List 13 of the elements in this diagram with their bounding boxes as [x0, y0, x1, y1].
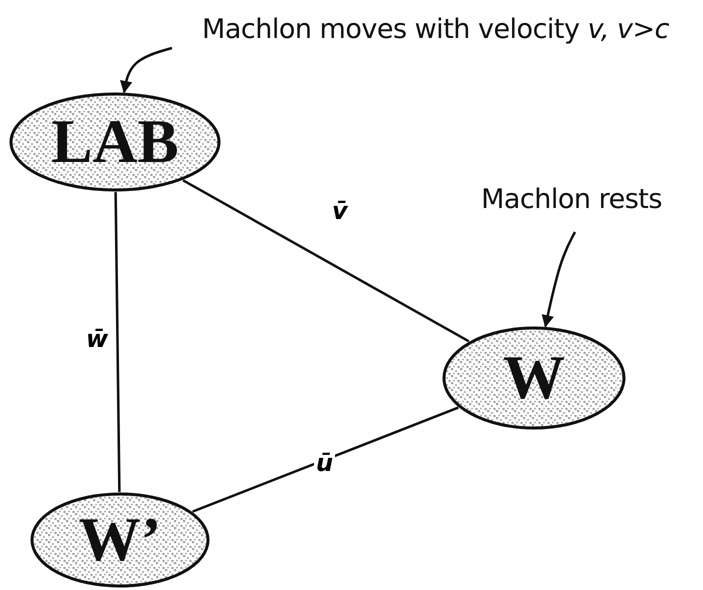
- leader-arrow: [120, 46, 172, 94]
- connector-line: [114, 192, 121, 492]
- node-label: W’: [78, 509, 162, 571]
- ellipse-node: [30, 492, 210, 588]
- leader-arrow: [542, 231, 576, 328]
- node-label: W: [503, 347, 565, 409]
- ellipse-node: [442, 326, 626, 430]
- annotation-text: Machlon moves with velocity v, v>c: [201, 14, 670, 46]
- annotation-text: Machlon rests: [480, 184, 663, 216]
- ellipse-node: [9, 92, 221, 192]
- connector-line: [192, 406, 459, 513]
- node-label: LAB: [51, 111, 179, 173]
- connector-line: [182, 179, 470, 342]
